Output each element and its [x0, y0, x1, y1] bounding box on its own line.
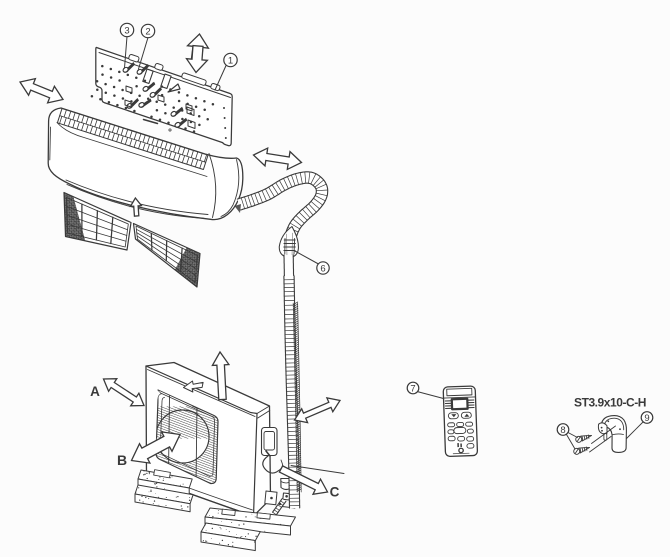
svg-text:2: 2 — [145, 26, 150, 37]
svg-text:7: 7 — [410, 383, 415, 394]
svg-text:C: C — [330, 485, 340, 500]
svg-text:8: 8 — [560, 425, 565, 436]
svg-text:6: 6 — [320, 263, 325, 274]
svg-text:A: A — [90, 384, 100, 399]
svg-text:3: 3 — [124, 25, 129, 36]
svg-text:ST3.9x10-C-H: ST3.9x10-C-H — [574, 396, 646, 410]
svg-text:B: B — [117, 452, 127, 468]
svg-text:9: 9 — [644, 413, 649, 424]
svg-text:1: 1 — [228, 55, 233, 66]
